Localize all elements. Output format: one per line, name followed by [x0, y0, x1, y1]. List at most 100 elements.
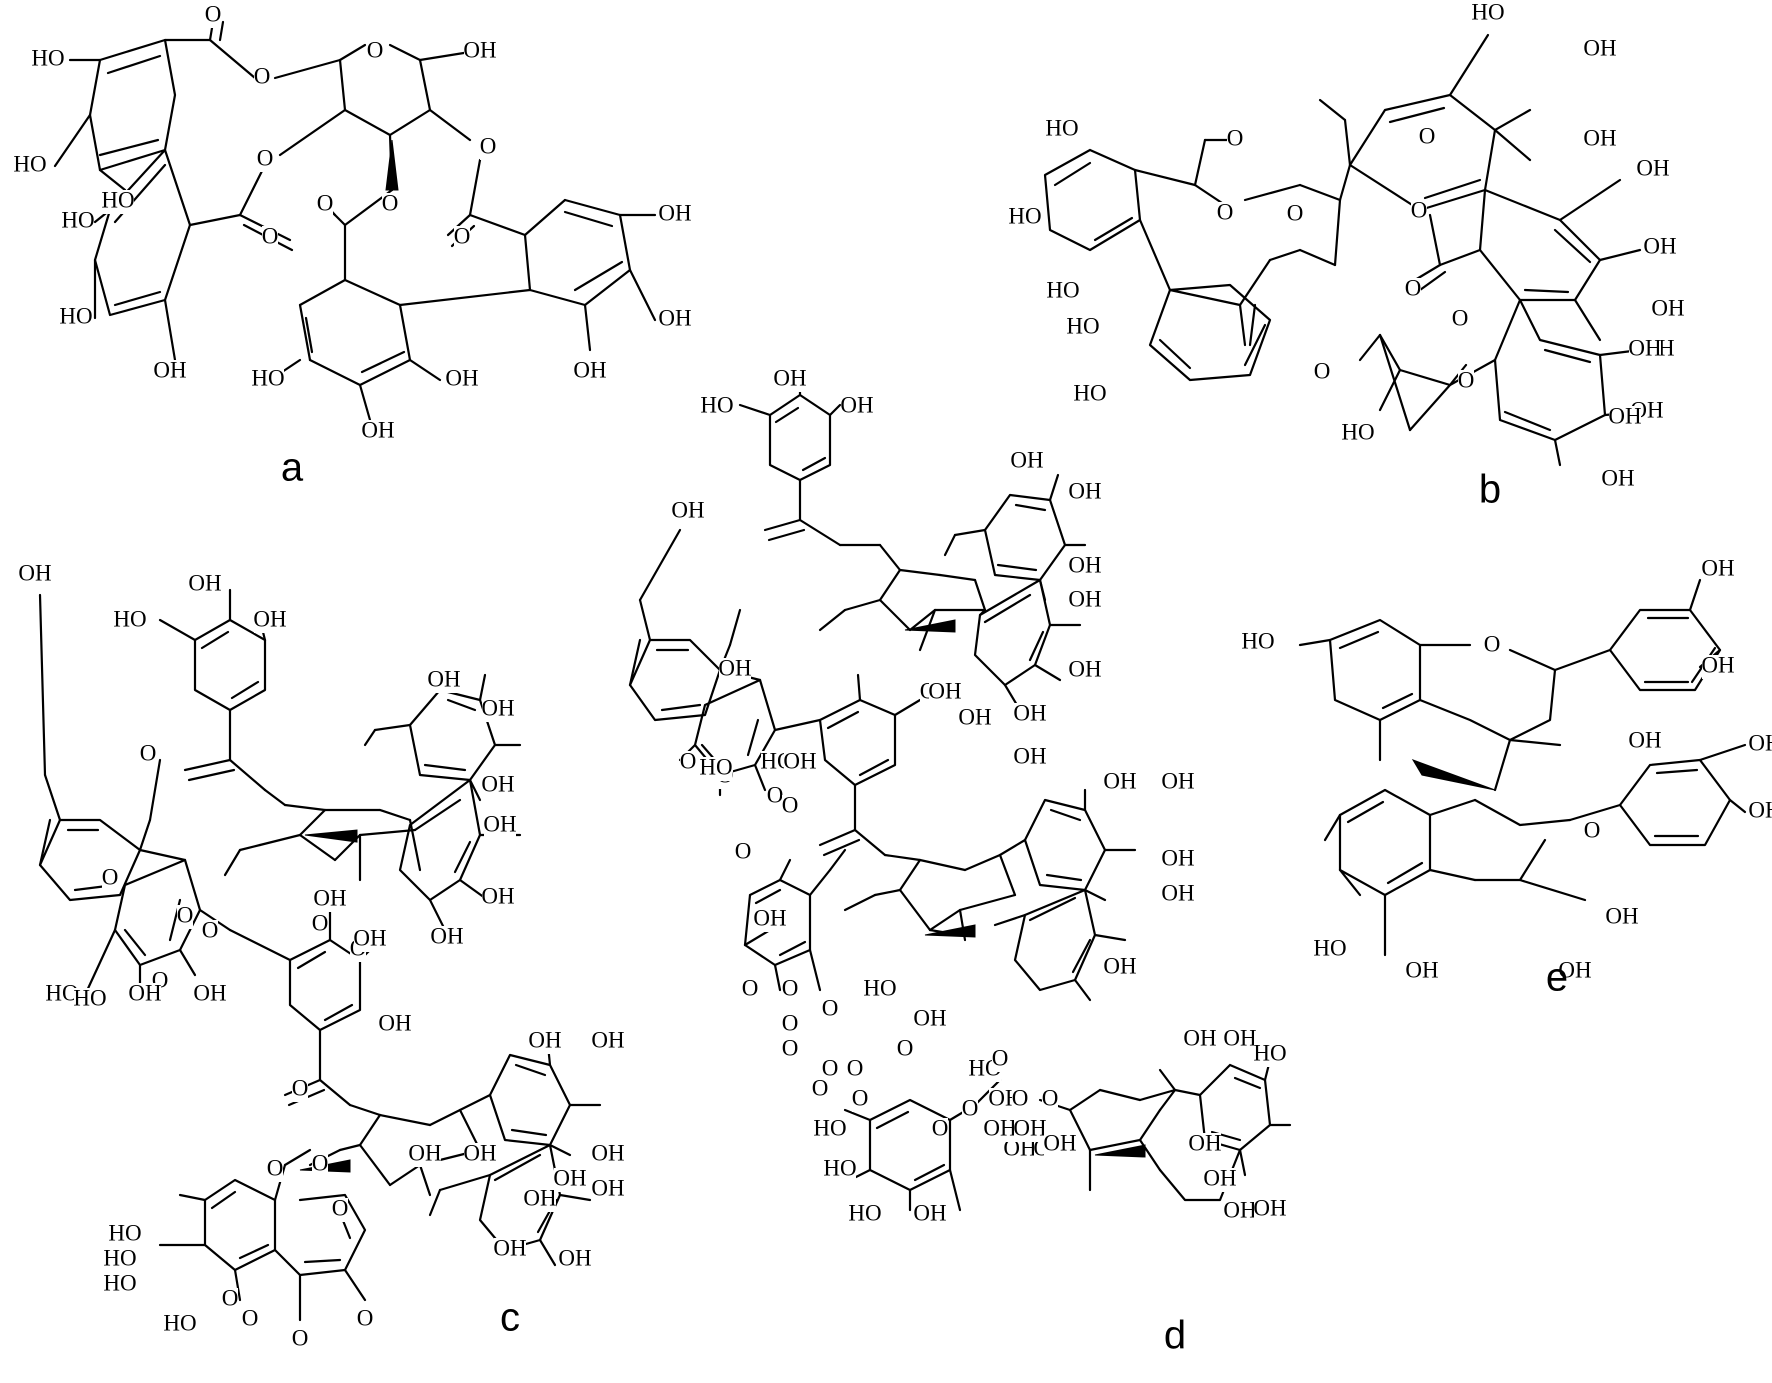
- bond: [1338, 788, 1432, 897]
- atom-label: HO: [163, 1310, 196, 1335]
- bond: [418, 58, 432, 112]
- atom-label: O: [812, 1075, 829, 1100]
- atom-label-backdrop: [312, 913, 328, 937]
- bond: [943, 533, 957, 557]
- bond: [428, 898, 447, 932]
- atom-label: HO: [251, 365, 284, 390]
- bond: [996, 563, 1038, 572]
- panel-label-a: a: [281, 446, 304, 490]
- atom-label: O: [782, 1035, 799, 1060]
- atom-label: OH: [591, 1175, 624, 1200]
- bond: [963, 853, 1002, 872]
- atom-label-backdrop: [1042, 1088, 1058, 1112]
- atom-label-backdrop: [592, 1143, 624, 1167]
- atom-label: OH: [658, 200, 691, 225]
- atom-label-backdrop: [484, 814, 516, 838]
- bond: [1346, 800, 1385, 824]
- bond: [1298, 183, 1342, 202]
- atom-label-backdrop: [109, 1223, 141, 1247]
- bond: [843, 1108, 872, 1122]
- atom-label: O: [680, 748, 697, 773]
- atom-label: HO: [73, 985, 106, 1010]
- bond: [298, 303, 312, 362]
- atom-label-backdrop: [1044, 1133, 1076, 1157]
- atom-label-backdrop: [782, 795, 798, 819]
- bond: [304, 316, 314, 354]
- atom-label: OH: [1651, 295, 1684, 320]
- bond: [1508, 738, 1562, 747]
- bond: [148, 758, 162, 822]
- atom-label: O: [382, 190, 399, 215]
- bond: [358, 1143, 392, 1187]
- bond: [868, 1098, 952, 1192]
- bond: [343, 108, 392, 137]
- atom-label-backdrop: [1749, 733, 1772, 757]
- atom-label-backdrop: [102, 867, 118, 891]
- atom-label: HO: [813, 1115, 846, 1140]
- atom-label-backdrop: [257, 148, 273, 172]
- atom-label: HO: [101, 187, 134, 212]
- atom-label-backdrop: [482, 698, 514, 722]
- atom-label-backdrop: [104, 1248, 136, 1272]
- atom-label-backdrop: [14, 154, 46, 178]
- atom-label: OH: [1010, 447, 1043, 472]
- atom-label: OH: [1223, 1197, 1256, 1222]
- bond: [1133, 168, 1197, 187]
- atom-label-backdrop: [222, 1288, 238, 1312]
- bond: [583, 303, 592, 352]
- bond: [298, 833, 337, 862]
- bond: [822, 838, 861, 857]
- atom-label: OH: [1161, 845, 1194, 870]
- atom-label-backdrop: [847, 1058, 863, 1082]
- bond: [488, 1053, 572, 1147]
- atom-label: OH: [128, 980, 161, 1005]
- bond: [898, 858, 922, 892]
- bond: [273, 58, 342, 80]
- atom-label: O: [1419, 123, 1436, 148]
- atom-label-backdrop: [864, 978, 896, 1002]
- atom-label-backdrop: [46, 983, 78, 1007]
- bond: [1068, 1088, 1102, 1112]
- bond: [458, 878, 487, 900]
- atom-label-backdrop: [1287, 203, 1303, 227]
- atom-label: O: [782, 975, 799, 1000]
- bond: [563, 210, 614, 228]
- bond: [398, 303, 412, 362]
- bond: [163, 298, 177, 362]
- bond: [898, 568, 942, 577]
- bond: [358, 383, 372, 422]
- wedge-bond: [304, 829, 358, 843]
- bond: [428, 1108, 462, 1127]
- atom-label-backdrop: [1254, 1198, 1286, 1222]
- atom-label-backdrop: [1606, 906, 1638, 930]
- atom-label: O: [735, 838, 752, 863]
- bond: [1098, 1088, 1142, 1102]
- atom-label-backdrop: [1452, 308, 1468, 332]
- bond: [798, 518, 842, 547]
- atom-label-backdrop: [19, 563, 51, 587]
- bond: [1493, 108, 1532, 132]
- atom-label: OH: [1748, 797, 1772, 822]
- atom-label-backdrop: [114, 609, 146, 633]
- atom-label-backdrop: [431, 926, 463, 950]
- bond: [468, 213, 527, 237]
- atom-label: OH: [18, 560, 51, 585]
- atom-label: OH: [523, 1185, 556, 1210]
- atom-label-backdrop: [719, 658, 751, 682]
- wedge-bond: [1094, 1144, 1146, 1158]
- atom-label: OH: [528, 1027, 561, 1052]
- bond: [1655, 768, 1699, 775]
- atom-label-backdrop: [659, 308, 691, 332]
- structure-d: OHHOOHOHOHOHOHOHOHOHOHOOOOOOOHOHOOHOHOHO…: [628, 365, 1292, 1358]
- bond: [767, 528, 806, 542]
- atom-label: OH: [353, 925, 386, 950]
- atom-label-backdrop: [824, 1158, 856, 1182]
- atom-label-backdrop: [262, 226, 278, 250]
- bond: [1158, 338, 1192, 370]
- atom-label: HO: [848, 1200, 881, 1225]
- panel-label-b: b: [1479, 468, 1501, 512]
- bond: [1473, 838, 1547, 882]
- bond: [283, 803, 327, 812]
- bond: [558, 1193, 592, 1202]
- bond: [238, 163, 267, 217]
